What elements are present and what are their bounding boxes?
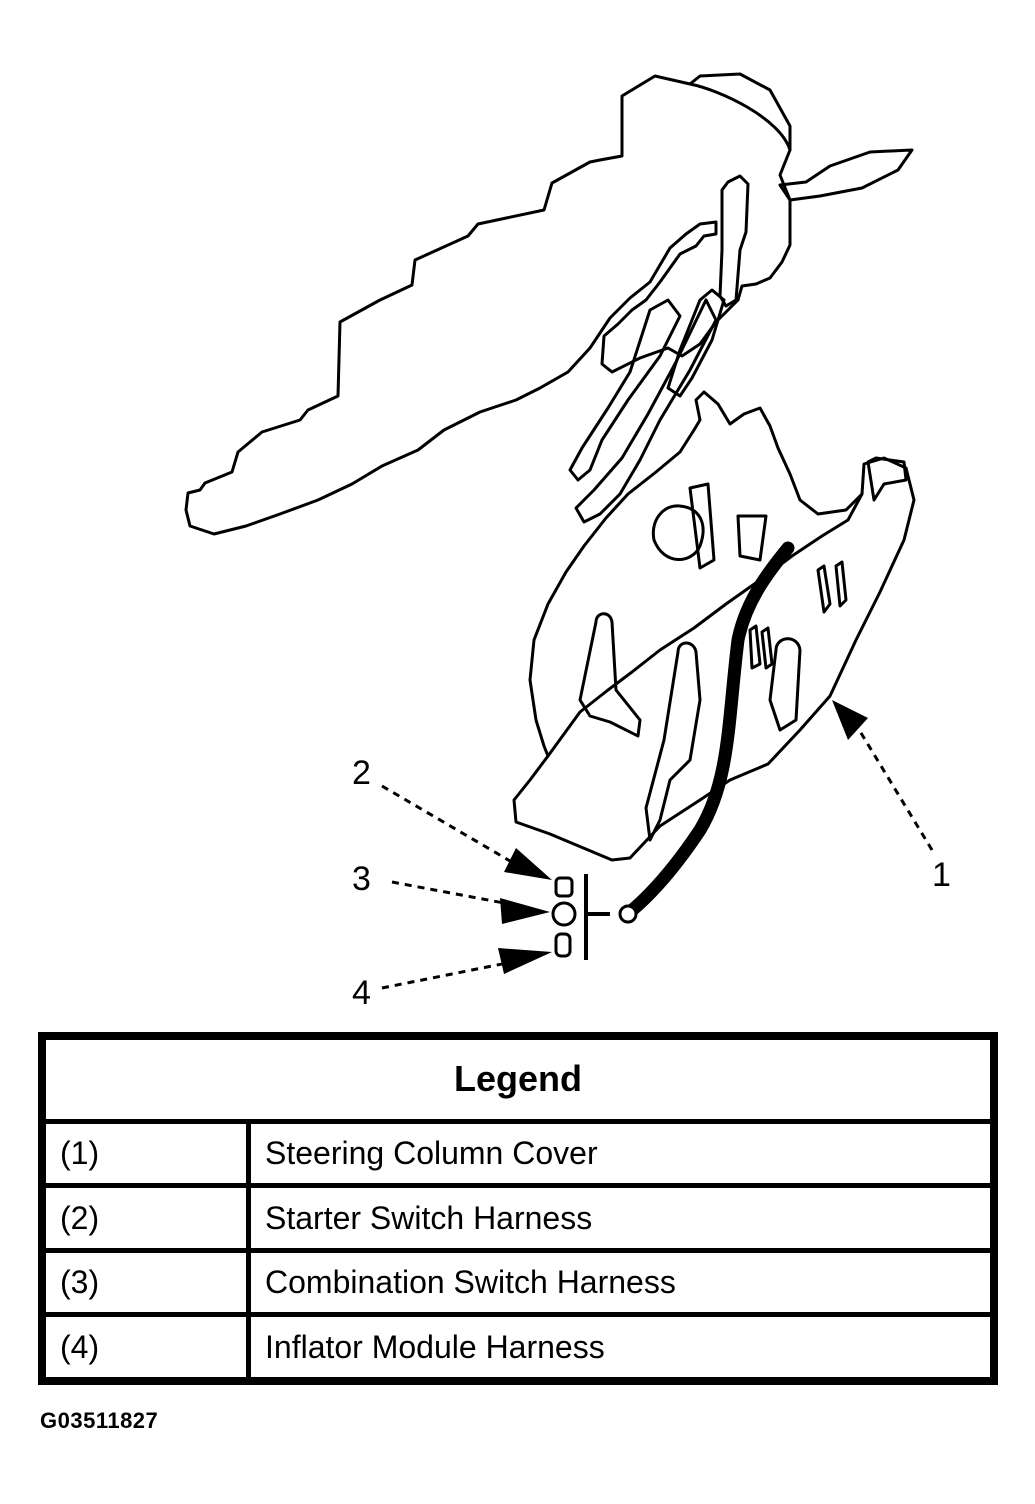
arrowhead-3 xyxy=(500,898,550,924)
legend-row-label: Inflator Module Harness xyxy=(246,1312,997,1384)
legend-row-label: Combination Switch Harness xyxy=(246,1247,997,1318)
harness-end xyxy=(618,904,638,924)
leader-line-3 xyxy=(391,880,521,908)
steering-column-cover-outline xyxy=(512,390,916,862)
lever-arm-1 xyxy=(718,174,750,308)
callout-2: 2 xyxy=(352,754,371,792)
starter-switch-connector xyxy=(554,876,574,898)
legend-row-label: Starter Switch Harness xyxy=(246,1183,997,1253)
arrowhead-1 xyxy=(832,700,868,740)
legend-header-row: Legend xyxy=(39,1033,997,1124)
column-housing-outline xyxy=(184,72,792,536)
arrowhead-2 xyxy=(504,848,552,880)
legend-row: (3) Combination Switch Harness xyxy=(39,1247,997,1318)
cover-clip-3 xyxy=(816,560,848,614)
cover-clip-4 xyxy=(748,624,774,670)
harness-cable xyxy=(623,541,795,919)
cover-clip-2 xyxy=(768,637,802,732)
key-cylinder-outline xyxy=(688,82,792,152)
leader-line-2 xyxy=(381,784,523,870)
legend-row-number: (4) xyxy=(39,1312,251,1384)
cover-boss-2 xyxy=(644,641,702,842)
lever-arm-3 xyxy=(568,298,682,482)
cover-inner-edge xyxy=(546,492,864,758)
legend-row: (4) Inflator Module Harness xyxy=(39,1312,997,1384)
legend-table: Legend (1) Steering Column Cover (2) Sta… xyxy=(38,1032,998,1385)
legend-title: Legend xyxy=(39,1033,997,1124)
callout-4: 4 xyxy=(352,974,371,1012)
cover-ring xyxy=(651,504,705,561)
callout-1: 1 xyxy=(932,856,951,894)
lever-arm-2 xyxy=(666,288,726,398)
inflator-module-connector xyxy=(554,932,572,958)
cover-clip-1 xyxy=(688,482,716,570)
legend-row-number: (3) xyxy=(39,1247,251,1318)
leader-line-4 xyxy=(381,960,513,990)
legend-row: (2) Starter Switch Harness xyxy=(39,1183,997,1253)
legend-row-label: Steering Column Cover xyxy=(246,1118,997,1189)
cover-boss-1 xyxy=(578,612,642,738)
legend-row-number: (2) xyxy=(39,1183,251,1253)
figure-id: G03511827 xyxy=(40,1408,159,1433)
legend-row: (1) Steering Column Cover xyxy=(39,1118,997,1189)
cover-slot xyxy=(736,514,768,562)
key-outline xyxy=(778,148,914,202)
callout-3: 3 xyxy=(352,860,371,898)
arrowhead-4 xyxy=(498,948,552,974)
combination-switch-connector xyxy=(551,901,577,927)
cover-top-tab xyxy=(866,456,908,502)
leader-line-1 xyxy=(856,727,934,851)
lever-arm-4 xyxy=(574,298,718,524)
steering-column-illustration: 1 2 3 4 xyxy=(184,72,951,1012)
legend-row-number: (1) xyxy=(39,1118,251,1189)
